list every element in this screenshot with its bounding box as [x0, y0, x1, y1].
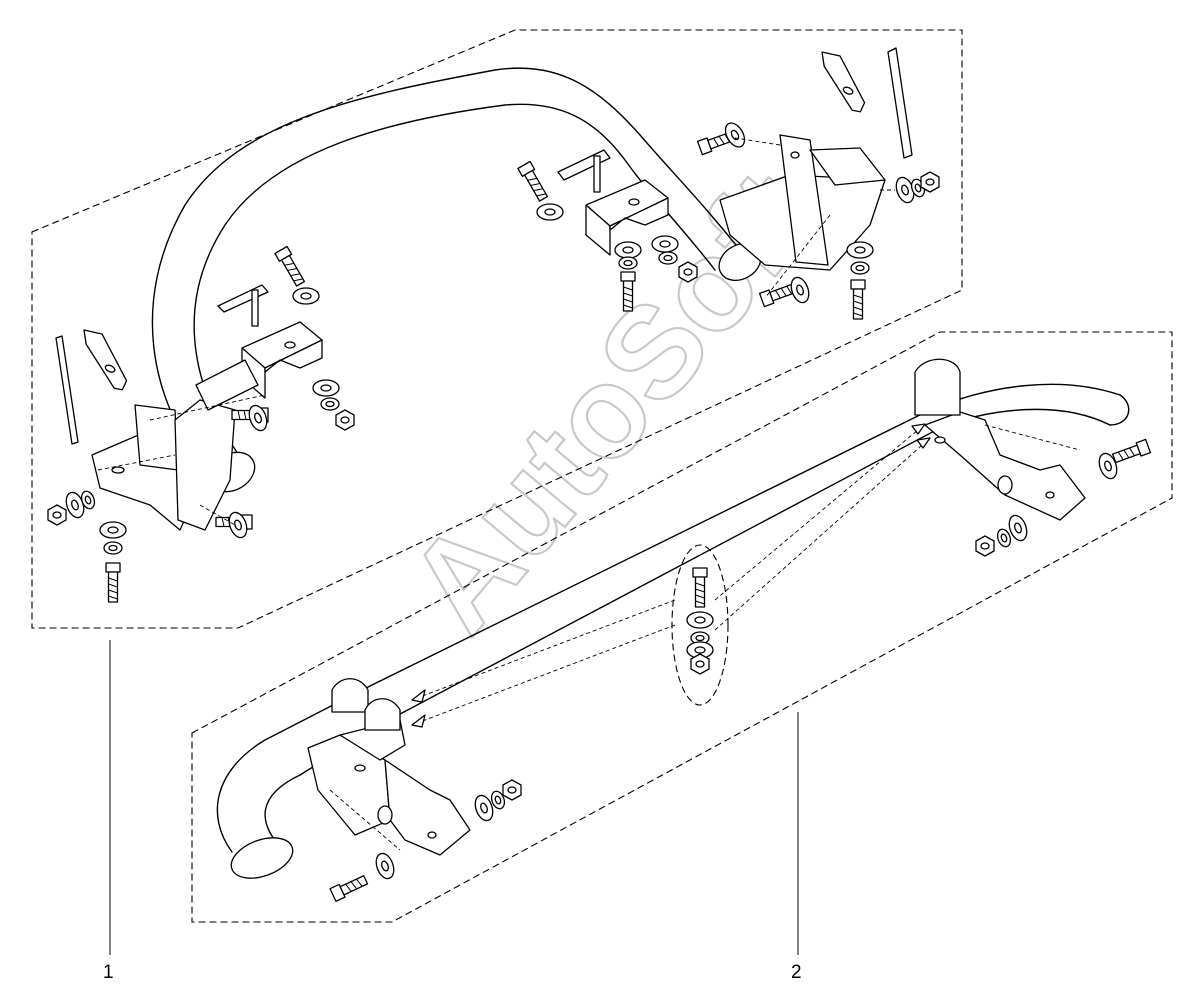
group-2-boundary — [191, 331, 1173, 923]
group-2-assembly-arrows — [329, 423, 1081, 851]
callout-1-label: 1 — [103, 962, 114, 983]
callout-1: 1 — [103, 640, 114, 983]
group-2-right-bracket — [914, 358, 1086, 521]
group-1-hardware — [47, 47, 940, 603]
group-1-right-bracket — [719, 134, 886, 271]
group-1-left-saddle — [195, 321, 323, 411]
group-2-hardware — [329, 438, 1152, 902]
group-1-left-bracket — [91, 399, 236, 531]
group-1-right-saddle — [585, 179, 669, 256]
group-2-left-bracket — [307, 678, 471, 856]
fastener-set-outline — [671, 544, 729, 706]
callout-2: 2 — [791, 712, 802, 983]
group-1-assembly-lines — [97, 137, 895, 526]
group-1-boundary — [31, 29, 963, 629]
callout-2-label: 2 — [791, 962, 802, 983]
